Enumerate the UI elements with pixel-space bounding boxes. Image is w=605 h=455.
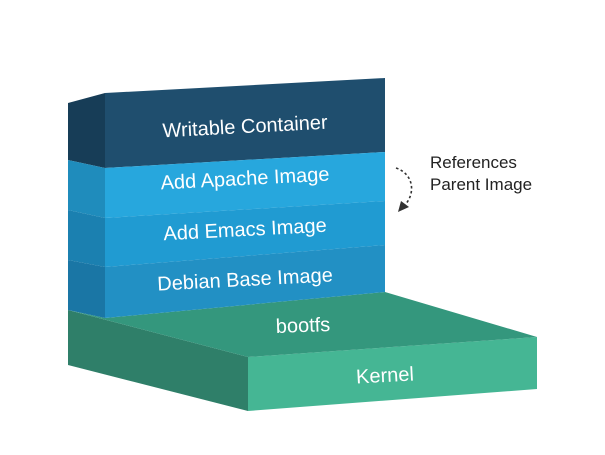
add-apache-image-side bbox=[68, 160, 105, 218]
kernel-front-face bbox=[248, 337, 537, 411]
writable-container-front bbox=[105, 78, 385, 168]
stack-side-faces bbox=[68, 93, 105, 318]
debian-base-image-front bbox=[105, 245, 385, 318]
add-apache-image-front bbox=[105, 152, 385, 218]
kernel-label: Kernel bbox=[356, 364, 415, 389]
bootfs-top-face bbox=[68, 292, 537, 357]
references-annotation: References Parent Image bbox=[395, 153, 532, 212]
bootfs-layer: bootfs bbox=[68, 292, 537, 357]
references-arrow-icon bbox=[395, 167, 413, 207]
annotation-line-2: Parent Image bbox=[430, 175, 532, 194]
writable-container-side bbox=[68, 93, 105, 168]
arrowhead-icon bbox=[398, 201, 409, 212]
annotation-line-1: References bbox=[430, 153, 517, 172]
bootfs-label: bootfs bbox=[275, 314, 330, 338]
kernel-layer: Kernel bbox=[68, 310, 537, 411]
writable-container-layer: Writable Container bbox=[105, 78, 385, 168]
debian-base-image-layer: Debian Base Image bbox=[105, 245, 385, 318]
kernel-side-face bbox=[68, 310, 248, 411]
add-apache-image-layer: Add Apache Image bbox=[105, 152, 385, 218]
debian-base-image-side bbox=[68, 260, 105, 318]
add-emacs-image-side bbox=[68, 210, 105, 267]
